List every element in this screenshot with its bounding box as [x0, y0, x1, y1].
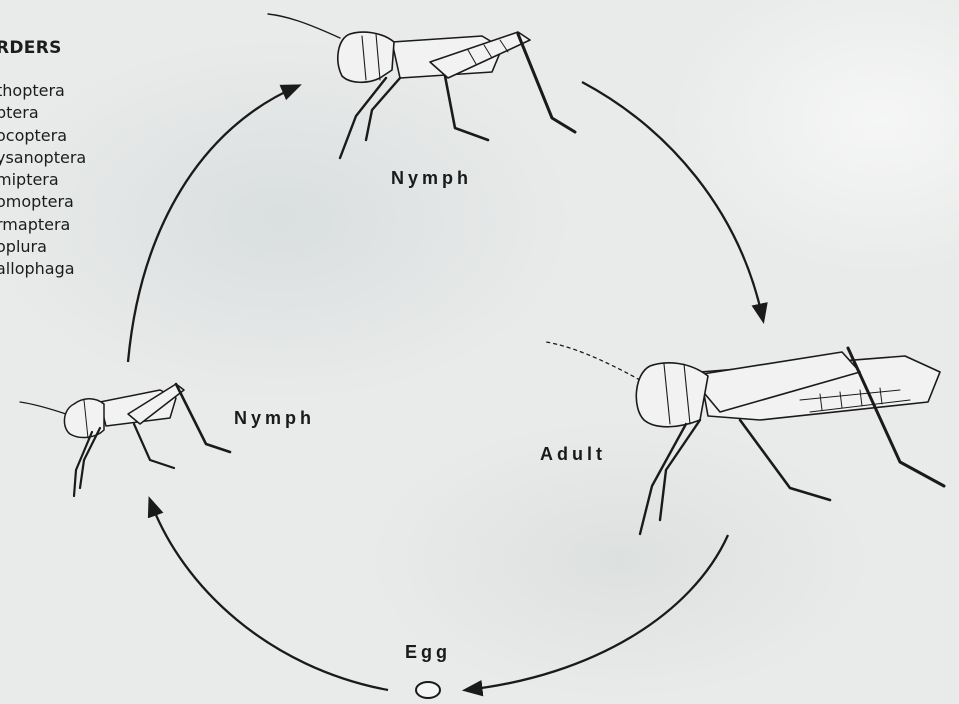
nymph-top-grasshopper-icon — [268, 14, 575, 158]
stage-label-egg: Egg — [405, 642, 451, 663]
arrow-egg-to-nymph — [150, 500, 388, 690]
arrow-adult-to-egg — [466, 535, 728, 690]
egg-icon — [416, 682, 440, 698]
adult-grasshopper-icon — [546, 342, 944, 534]
arrow-nymph-to-adult — [582, 82, 763, 320]
stage-label-nymph-top: Nymph — [391, 168, 472, 189]
nymph-left-grasshopper-icon — [20, 384, 230, 496]
stage-label-nymph-left: Nymph — [234, 408, 315, 429]
stage-label-adult: Adult — [540, 444, 606, 465]
arrow-nymph-to-nymph — [128, 86, 298, 362]
